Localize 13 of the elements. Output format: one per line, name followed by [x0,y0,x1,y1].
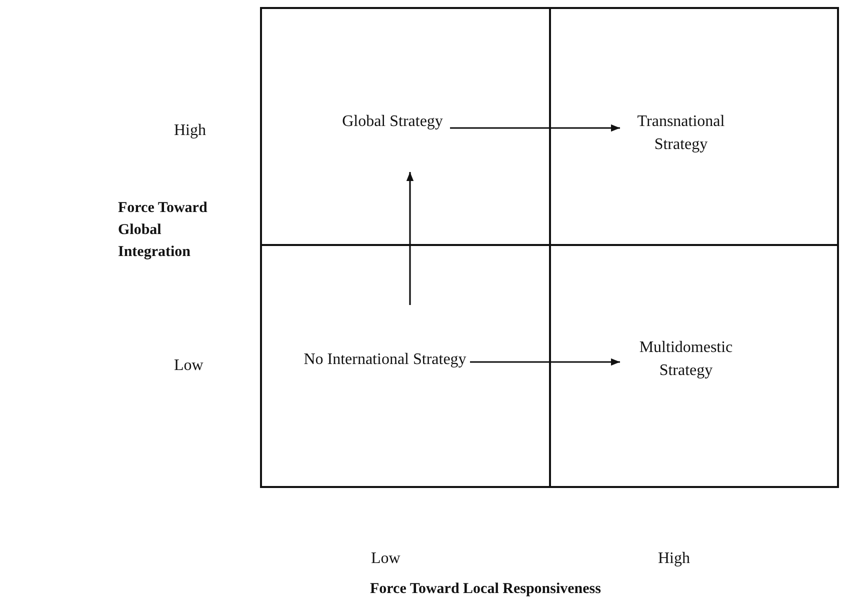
strategy-label: Global Strategy [335,110,450,172]
strategy-label: Multidomestic Strategy [620,336,752,386]
axis-value-label: Low [174,356,204,376]
axis-title: Force Toward Local Responsiveness [370,580,602,599]
axis-title: Force Toward Global Integration [118,199,208,262]
axis-value-label: High [658,549,691,569]
arrow [450,124,620,132]
strategy-label: Transnational Strategy [620,110,742,160]
axis-value-label: Low [371,549,402,569]
strategy-label: No International Strategy [300,305,470,371]
arrow [406,172,414,305]
arrow [470,358,620,366]
axis-value-label: High [174,121,207,141]
